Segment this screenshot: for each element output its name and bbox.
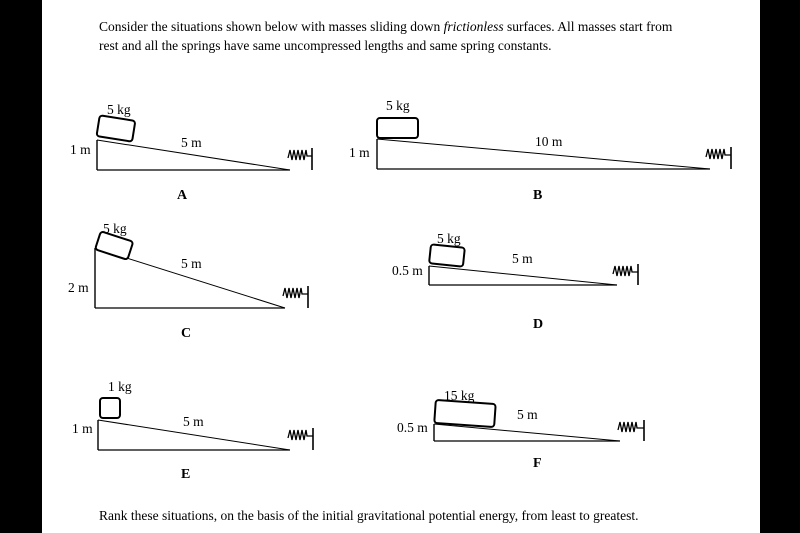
- caption-E: E: [181, 467, 190, 482]
- block-A: [95, 114, 136, 143]
- height-label-C: 2 m: [68, 280, 89, 295]
- height-label-F: 0.5 m: [397, 420, 428, 435]
- block-E: [99, 397, 121, 419]
- intro-text: Consider the situations shown below with…: [99, 17, 672, 55]
- mass-label-B: 5 kg: [386, 98, 410, 113]
- height-label-E: 1 m: [72, 421, 93, 436]
- situation-C: [94, 231, 309, 309]
- situation-E: [97, 397, 314, 451]
- caption-C: C: [181, 326, 191, 341]
- spring-B: [705, 148, 731, 160]
- length-label-B: 10 m: [535, 134, 563, 149]
- height-label-B: 1 m: [349, 145, 370, 160]
- length-label-D: 5 m: [512, 251, 533, 266]
- mass-label-D: 5 kg: [437, 231, 461, 246]
- incline-B-slope: [376, 138, 711, 170]
- worksheet-page: [42, 0, 760, 533]
- spring-A: [287, 149, 312, 161]
- situation-D: [428, 243, 639, 286]
- spring-C: [282, 287, 308, 299]
- height-label-A: 1 m: [70, 142, 91, 157]
- situation-F: [433, 399, 645, 442]
- caption-F: F: [533, 456, 542, 471]
- situation-B: [376, 117, 732, 170]
- caption-B: B: [533, 188, 542, 203]
- height-label-D: 0.5 m: [392, 263, 423, 278]
- mass-label-F: 15 kg: [444, 388, 475, 403]
- caption-D: D: [533, 317, 543, 332]
- mass-label-A: 5 kg: [107, 102, 131, 117]
- incline-D-slope: [428, 265, 618, 286]
- ranking-question: Rank these situations, on the basis of t…: [99, 508, 639, 523]
- situation-A: [95, 114, 313, 171]
- length-label-F: 5 m: [517, 407, 538, 422]
- block-B: [376, 117, 419, 139]
- spring-D: [612, 265, 638, 277]
- spring-F: [617, 421, 644, 433]
- block-F: [433, 399, 497, 428]
- intro-line-1-end: surfaces. All masses start from: [503, 19, 673, 34]
- intro-line-2: rest and all the springs have same uncom…: [99, 38, 552, 53]
- caption-A: A: [177, 188, 188, 203]
- length-label-E: 5 m: [183, 414, 204, 429]
- incline-A-slope: [96, 139, 291, 171]
- incline-F-slope: [433, 423, 621, 442]
- mass-label-C: 5 kg: [103, 221, 127, 236]
- length-label-A: 5 m: [181, 135, 202, 150]
- intro-frictionless: frictionless: [443, 19, 504, 34]
- spring-E: [287, 429, 313, 441]
- incline-E-slope: [97, 419, 291, 451]
- block-D: [428, 243, 466, 268]
- intro-line-1: Consider the situations shown below with…: [99, 17, 672, 36]
- intro-line-1-start: Consider the situations shown below with…: [99, 19, 444, 34]
- block-C: [94, 231, 134, 261]
- mass-label-E: 1 kg: [108, 379, 132, 394]
- length-label-C: 5 m: [181, 256, 202, 271]
